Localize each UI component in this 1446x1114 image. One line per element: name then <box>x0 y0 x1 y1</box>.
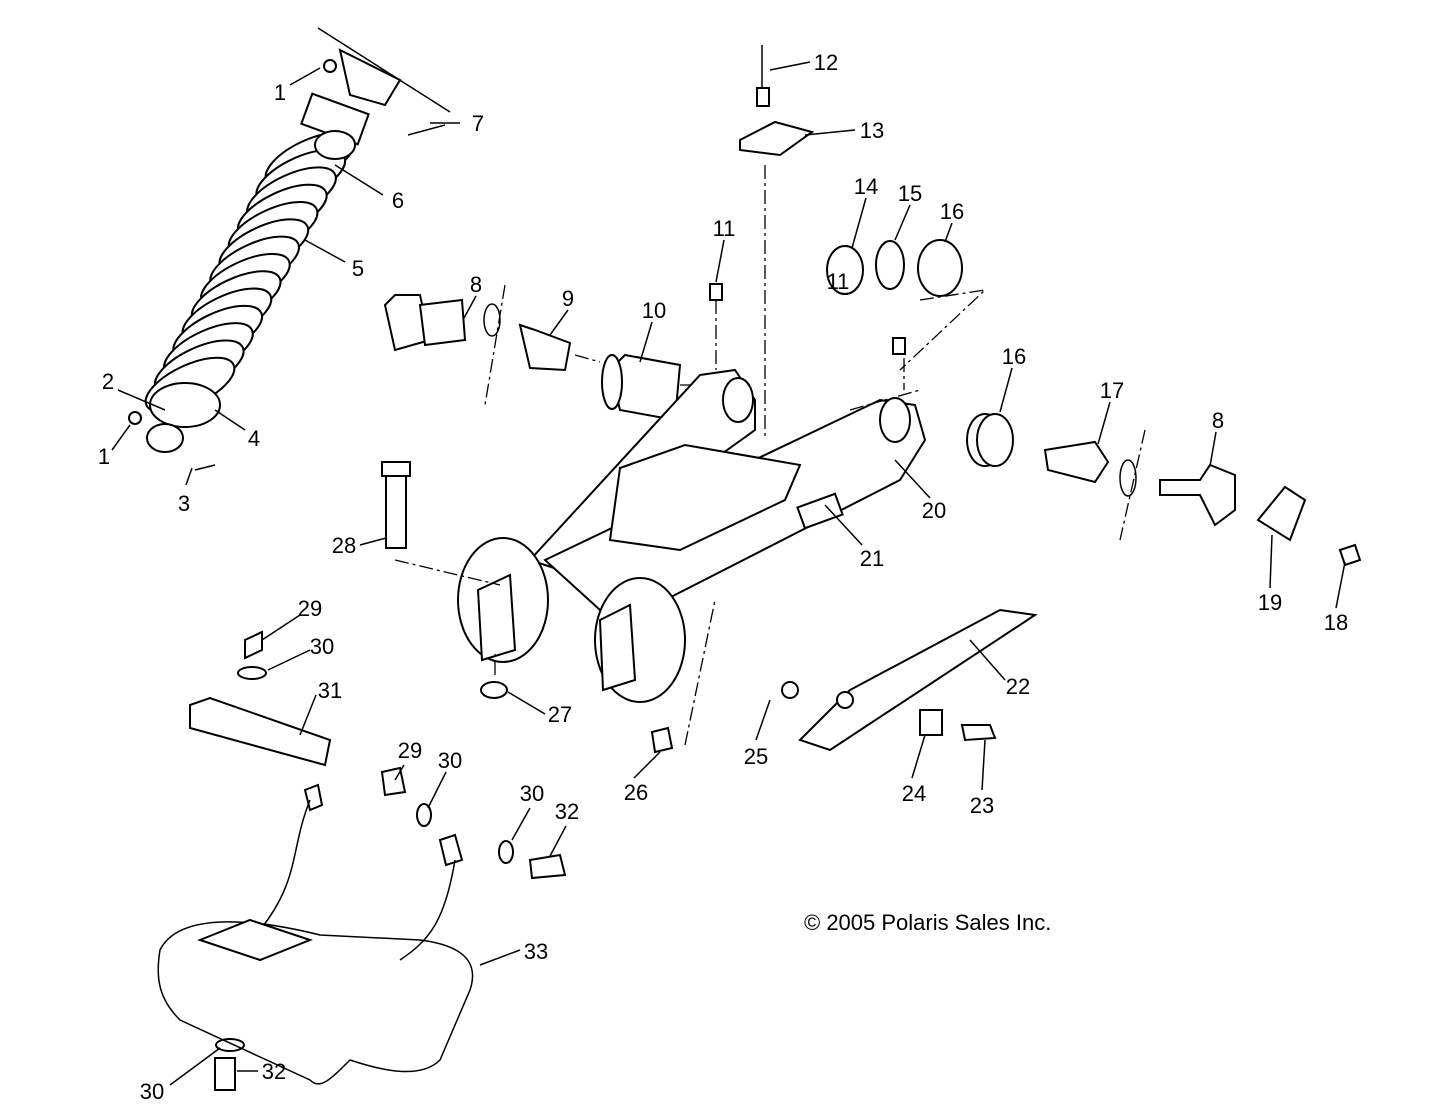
callout-4: 4 <box>248 426 260 451</box>
right-pivot-parts <box>966 413 1362 567</box>
shock-absorber <box>128 124 446 471</box>
callout-30: 30 <box>310 634 334 659</box>
callout-25: 25 <box>744 744 768 769</box>
pivot-components <box>383 45 987 440</box>
callout-5: 5 <box>352 256 364 281</box>
callout-31: 31 <box>318 678 342 703</box>
callout-29: 29 <box>398 738 422 763</box>
callout-22: 22 <box>1006 674 1030 699</box>
callout-1: 1 <box>274 80 286 105</box>
callout-30: 30 <box>438 748 462 773</box>
shock-mount-bracket <box>300 27 451 146</box>
callout-8: 8 <box>1212 408 1224 433</box>
callout-6: 6 <box>392 188 404 213</box>
copyright-notice: © 2005 Polaris Sales Inc. <box>804 910 1051 935</box>
callout-10: 10 <box>642 298 666 323</box>
tow-hitch-bracket <box>157 783 474 1085</box>
callout-33: 33 <box>524 939 548 964</box>
callout-11: 11 <box>827 269 850 294</box>
callout-16: 16 <box>940 199 964 224</box>
callout-21: 21 <box>860 546 884 571</box>
callout-8: 8 <box>470 272 482 297</box>
callout-17: 17 <box>1100 378 1124 403</box>
callout-23: 23 <box>970 793 994 818</box>
callout-20: 20 <box>922 498 946 523</box>
callout-3: 3 <box>178 491 190 516</box>
callout-26: 26 <box>624 780 648 805</box>
callout-7: 7 <box>472 111 484 136</box>
callout-29: 29 <box>298 596 322 621</box>
callout-27: 27 <box>548 702 572 727</box>
callout-12: 12 <box>814 50 838 75</box>
callout-18: 18 <box>1324 610 1348 635</box>
callout-30: 30 <box>140 1079 164 1104</box>
callout-32: 32 <box>262 1059 286 1084</box>
callout-2: 2 <box>102 369 114 394</box>
callout-24: 24 <box>902 781 926 806</box>
callout-1: 1 <box>98 444 110 469</box>
callout-13: 13 <box>860 118 884 143</box>
callout-19: 19 <box>1258 590 1282 615</box>
callout-28: 28 <box>332 533 356 558</box>
callout-9: 9 <box>562 286 574 311</box>
callout-14: 14 <box>854 174 878 199</box>
leader-lines <box>111 61 1346 1086</box>
swingarm <box>394 368 927 703</box>
callout-15: 15 <box>898 181 922 206</box>
callout-32: 32 <box>555 799 579 824</box>
lower-hardware <box>189 461 1038 1091</box>
callout-16: 16 <box>1002 344 1026 369</box>
callout-11: 11 <box>713 216 736 241</box>
callout-30: 30 <box>520 781 544 806</box>
